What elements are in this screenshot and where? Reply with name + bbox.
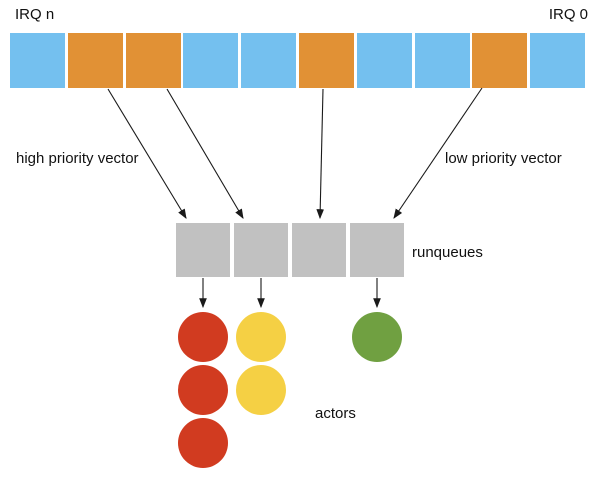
runqueue-cell [350,223,404,277]
irq-cell-orange [472,33,528,88]
runqueue-cell [292,223,346,277]
irq-cell-blue [530,33,586,88]
irq-0-label: IRQ 0 [548,6,588,23]
vector-arrow [316,88,325,220]
irq-cell-blue [10,33,65,88]
irq-n-label: IRQ n [15,6,55,23]
actor-circle-yellow [236,365,286,415]
vector-arrow [166,88,244,219]
runqueue-cell [234,223,288,277]
actor-circle-red [178,365,228,415]
actor-circle-green [352,312,402,362]
actors-label: actors [315,405,356,422]
low-priority-vector-label: low priority vector [445,150,562,167]
irq-cell-orange [125,33,181,88]
irq-cell-blue [414,33,470,88]
actor-circle-red [178,312,228,362]
irq-cell-orange [299,33,354,88]
irq-cell-blue [183,33,239,88]
high-priority-vector-label: high priority vector [16,150,139,167]
runqueue-cell [176,223,230,277]
irq-cell-blue [356,33,412,88]
actor-circle-yellow [236,312,286,362]
actor-circle-red [178,418,228,468]
runqueues-label: runqueues [412,244,483,261]
irq-cell-orange [67,33,123,88]
irq-cell-blue [241,33,297,88]
